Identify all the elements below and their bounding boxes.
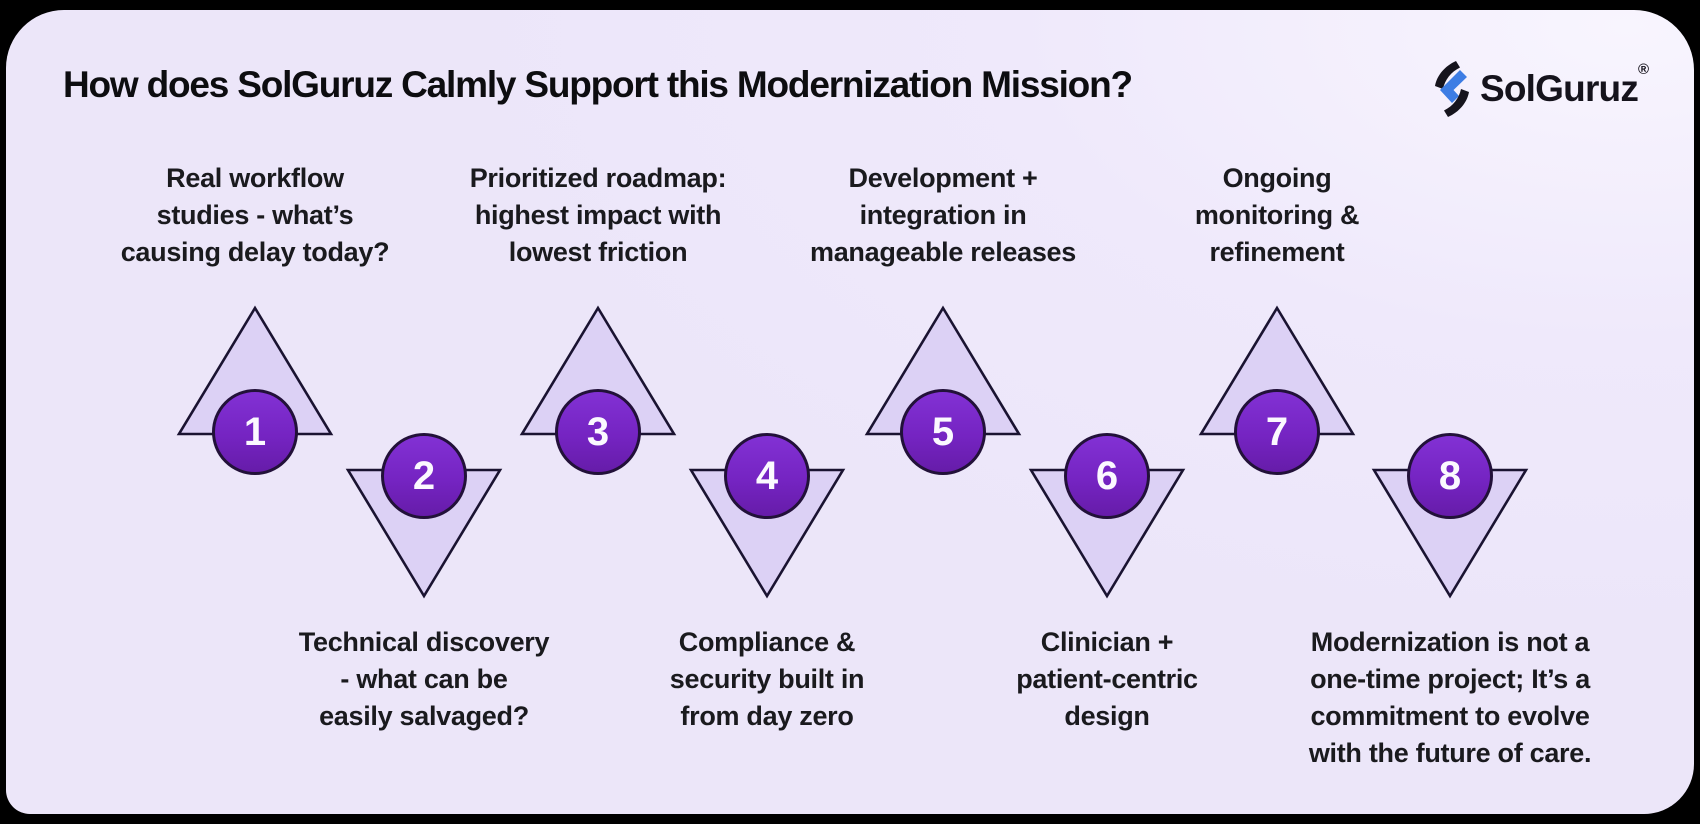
step-8-number-badge: 8 [1407, 433, 1493, 519]
step-5-label: Development + integration in manageable … [810, 163, 1076, 267]
step-1-number: 1 [243, 409, 267, 454]
step-4-label: Compliance & security built in from day … [669, 627, 865, 731]
step-7-number: 7 [1265, 409, 1289, 454]
solguruz-logo: SolGuruz® [1430, 60, 1649, 118]
step-7-label: Ongoing monitoring & refinement [1194, 163, 1360, 267]
step-1-number-badge: 1 [212, 389, 298, 475]
step-1-label: Real workflow studies - what’s causing d… [120, 163, 390, 267]
page-title: How does SolGuruz Calmly Support this Mo… [63, 64, 1133, 105]
step-2-number-badge: 2 [381, 433, 467, 519]
step-5-number-badge: 5 [900, 389, 986, 475]
step-6-number: 6 [1095, 453, 1119, 498]
logo-wordmark: SolGuruz® [1480, 60, 1649, 118]
step-4-number-badge: 4 [724, 433, 810, 519]
registered-trademark-symbol: ® [1638, 60, 1649, 78]
step-7-number-badge: 7 [1234, 389, 1320, 475]
step-2-label: Technical discovery - what can be easily… [298, 627, 550, 731]
step-8-number: 8 [1438, 453, 1462, 498]
step-2-number: 2 [412, 453, 436, 498]
step-5-number: 5 [931, 409, 955, 454]
step-6-number-badge: 6 [1064, 433, 1150, 519]
step-8-label: Modernization is not a one-time project;… [1308, 627, 1592, 768]
step-3-number-badge: 3 [555, 389, 641, 475]
logo-text: SolGuruz [1480, 68, 1639, 109]
step-3-label: Prioritized roadmap: highest impact with… [469, 163, 727, 267]
step-6-label: Clinician + patient-centric design [1016, 627, 1198, 731]
infographic-card: How does SolGuruz Calmly Support this Mo… [6, 10, 1694, 814]
step-3-number: 3 [586, 409, 610, 454]
solguruz-bolt-icon [1435, 61, 1469, 117]
step-4-number: 4 [755, 453, 779, 498]
